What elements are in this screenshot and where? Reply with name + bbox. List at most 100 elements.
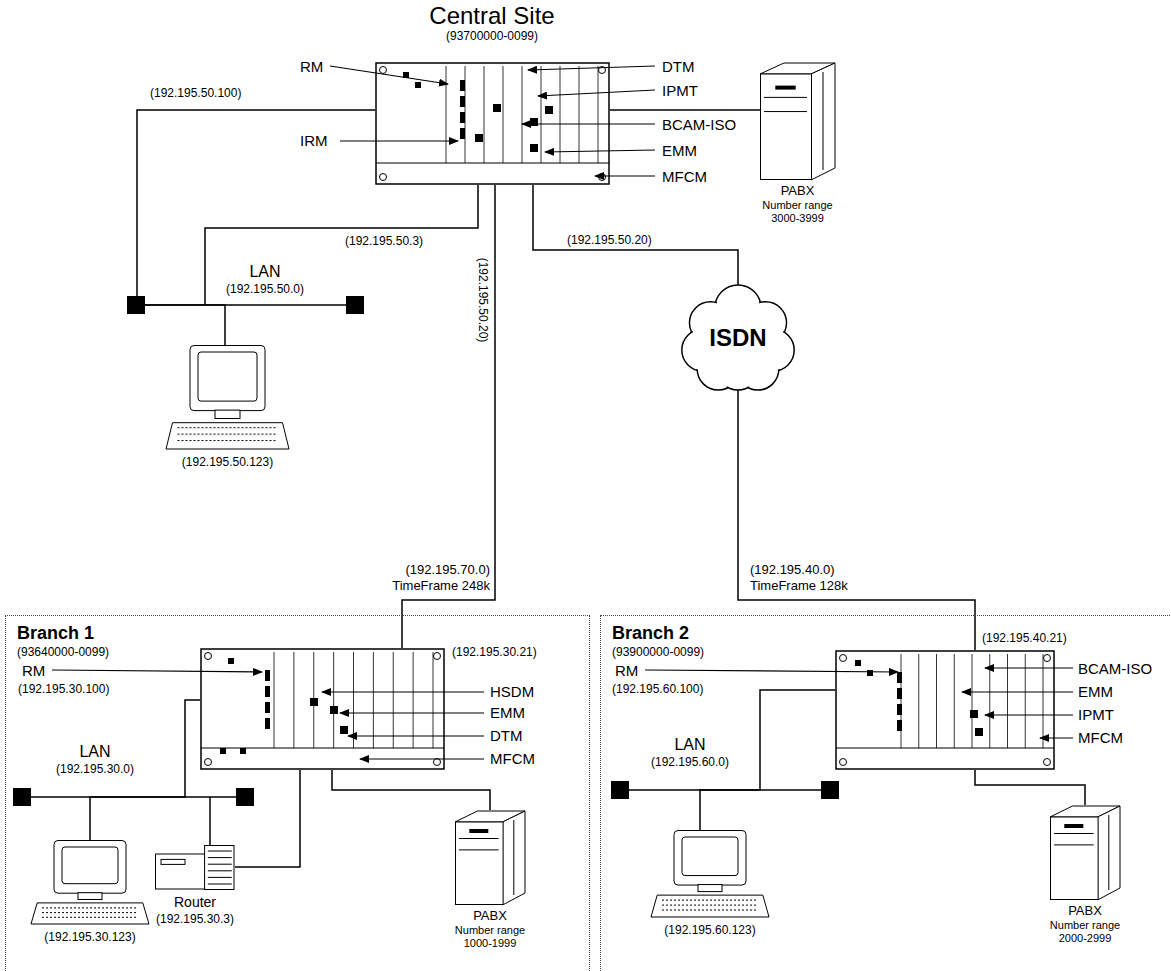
- module-name: DTM: [662, 58, 695, 76]
- ip-address: (192.195.30.0): [56, 762, 134, 776]
- router-icon: [155, 845, 235, 890]
- pabx-icon: [1050, 805, 1120, 900]
- leader-arrow: [1040, 737, 1073, 738]
- router-node: Router(192.195.30.3): [155, 845, 235, 890]
- site-region: Branch 1(93640000-0099) (192.195.30.21) (1…: [5, 615, 590, 971]
- module-name: MFCM: [490, 750, 535, 768]
- module-name: HSDM: [490, 683, 534, 701]
- chassis-node: (192.195.30.21): [200, 648, 445, 770]
- site-name: Branch 2: [612, 623, 689, 645]
- device-name: Router: [174, 894, 216, 911]
- site-name: Branch 1: [17, 623, 94, 645]
- ip-address: (192.195.60.100): [612, 682, 703, 696]
- leader-arrow: [985, 714, 1073, 715]
- module-name: RM: [22, 662, 45, 680]
- ip-address: (192.195.30.100): [18, 682, 109, 696]
- pabx-name: PABX: [473, 908, 507, 924]
- lan-name: LAN: [79, 742, 110, 761]
- chassis-icon: [375, 62, 610, 185]
- leader-arrow: [52, 670, 262, 672]
- chassis-node: Central Site(93700000-0099): [375, 62, 610, 185]
- site-name: Central Site: [429, 2, 554, 31]
- pabx-node: PABXNumber range 3000-3999: [760, 62, 835, 180]
- pabx-node: PABXNumber range 2000-2999: [1050, 805, 1120, 900]
- module-name: EMM: [490, 704, 525, 722]
- module-name: DTM: [490, 727, 523, 745]
- chassis-node: (192.195.40.21): [835, 650, 1055, 770]
- leader-arrow: [330, 66, 448, 84]
- ip-address: (192.195.50.123): [182, 455, 273, 469]
- leader-arrow: [545, 150, 655, 152]
- module-name: EMM: [1078, 683, 1113, 701]
- module-name: RM: [300, 58, 323, 76]
- pabx-icon: [760, 62, 835, 180]
- module-name: IPMT: [1078, 706, 1114, 724]
- chassis-icon: [835, 650, 1055, 770]
- number-range: Number range 1000-1999: [445, 924, 535, 950]
- ip-address: (192.195.50.3): [345, 234, 423, 248]
- site-number: (93900000-0099): [612, 645, 704, 659]
- module-name: RM: [615, 662, 638, 680]
- module-name: BCAM-ISO: [662, 116, 736, 134]
- ip-address: (192.195.30.3): [156, 912, 234, 926]
- lan-drop: [209, 797, 211, 845]
- module-name: MFCM: [1078, 729, 1123, 747]
- lan-drop: [205, 185, 478, 305]
- leader-arrow: [322, 691, 484, 692]
- module-name: IPMT: [662, 82, 698, 100]
- module-name: IRM: [300, 132, 328, 150]
- pabx-node: PABXNumber range 1000-1999: [455, 810, 525, 905]
- leader-arrow: [360, 758, 484, 759]
- pabx-name: PABX: [781, 183, 815, 199]
- network-name: ISDN: [709, 324, 766, 353]
- leader-arrow: [962, 691, 1073, 692]
- module-name: MFCM: [662, 168, 707, 186]
- lan-terminator: [236, 788, 254, 806]
- leader-arrow: [985, 667, 1073, 668]
- leader-arrow: [595, 175, 655, 176]
- ip-address: (192.195.50.100): [150, 86, 241, 100]
- leader-arrow: [528, 66, 655, 70]
- lan-terminator: [611, 781, 629, 799]
- link-line: [975, 770, 1085, 805]
- pc-node: (192.195.60.123): [650, 830, 770, 918]
- link-line: [738, 390, 975, 650]
- pc-icon: [165, 345, 290, 450]
- site-number: (93700000-0099): [446, 29, 538, 43]
- leader-arrow: [340, 140, 458, 141]
- site-number: (93640000-0099): [17, 645, 109, 659]
- ip-address: (192.195.60.0): [651, 755, 729, 769]
- link-label: (192.195.70.0) TimeFrame 248k: [376, 562, 492, 593]
- pc-icon: [30, 840, 150, 925]
- ip-address: (192.195.30.21): [452, 645, 537, 659]
- chassis-icon: [200, 648, 445, 770]
- lan-terminator: [13, 788, 31, 806]
- lan-name: LAN: [674, 735, 705, 754]
- number-range: Number range 2000-2999: [1040, 919, 1130, 945]
- lan-terminator: [346, 296, 364, 314]
- pabx-icon: [455, 810, 525, 905]
- link-line: [137, 110, 375, 345]
- pc-node: (192.195.30.123): [30, 840, 150, 925]
- leader-arrow: [645, 670, 898, 672]
- pc-icon: [650, 830, 770, 918]
- leader-arrow: [340, 712, 484, 713]
- link-line: [332, 770, 490, 810]
- ip-address: (192.195.50.0): [226, 282, 304, 296]
- cloud-node: ISDN: [683, 285, 793, 390]
- module-name: EMM: [662, 142, 697, 160]
- module-name: BCAM-ISO: [1078, 660, 1152, 678]
- link-line: [235, 770, 300, 867]
- link-line: [533, 185, 738, 285]
- leader-arrow: [522, 123, 655, 124]
- ip-address: (192.195.50.20): [476, 258, 490, 343]
- ip-address: (192.195.40.21): [982, 631, 1067, 645]
- ip-address: (192.195.30.123): [44, 930, 135, 944]
- link-line: [610, 109, 760, 111]
- leader-arrow: [348, 735, 484, 736]
- lan-name: LAN: [249, 262, 280, 281]
- ip-address: (192.195.60.123): [664, 923, 755, 937]
- leader-arrow: [538, 90, 655, 96]
